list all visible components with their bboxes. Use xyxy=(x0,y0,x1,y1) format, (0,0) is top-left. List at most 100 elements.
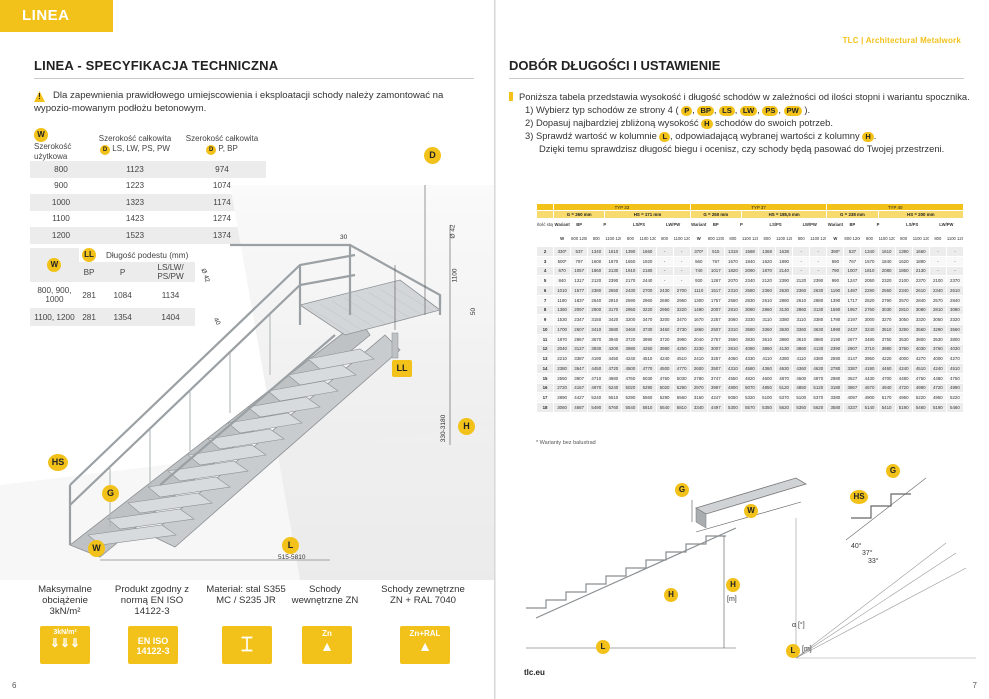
cell: 2630 xyxy=(809,285,828,296)
cell: 2720 xyxy=(553,382,572,394)
width-table-header: WSzerokość użytkowa Szerokość całkowita … xyxy=(30,128,266,161)
cell: 3000 xyxy=(860,314,879,325)
cell: 1223 xyxy=(92,177,178,194)
cell: 3747 xyxy=(706,372,725,384)
cell: 3110 xyxy=(792,314,811,325)
badge-l-diagram: L xyxy=(596,640,610,654)
width-header-cell: WSzerokość użytkowa xyxy=(30,128,92,161)
cell: 14 xyxy=(535,363,555,374)
cell: 5510 xyxy=(604,392,623,403)
cell: 1890 xyxy=(775,255,794,267)
page-gutter xyxy=(494,0,496,699)
cell: 5120 xyxy=(809,382,828,394)
cell: 281 xyxy=(78,308,100,326)
cell: 500* xyxy=(553,255,572,267)
cell: 4750 xyxy=(945,372,965,384)
cell: 5460 xyxy=(945,402,965,413)
cell: 1487 xyxy=(843,285,862,296)
cell: 3507 xyxy=(706,363,725,374)
width-empty xyxy=(535,232,555,247)
header-variant-p: P, BP xyxy=(218,143,238,153)
cell: - xyxy=(655,246,674,257)
cell: 2437 xyxy=(843,324,862,335)
cell: 1360 xyxy=(553,304,572,316)
cell: 4167 xyxy=(570,382,589,394)
cell: 3720 xyxy=(621,333,640,345)
cell: 1057 xyxy=(570,265,589,277)
cell: 16 xyxy=(535,382,555,394)
cell: 4850 xyxy=(792,382,811,394)
cell: 3730 xyxy=(672,324,691,335)
badge-d-2: D xyxy=(206,144,217,155)
badge-g-diagram-2: G xyxy=(886,464,900,478)
cell: 1638 xyxy=(775,246,794,257)
cell: - xyxy=(672,246,691,257)
cell: 2360 xyxy=(758,285,777,296)
cell: 1300 xyxy=(689,294,708,306)
cell: 5020 xyxy=(655,382,674,394)
cell: 2700 xyxy=(672,285,691,296)
cell: - xyxy=(945,265,965,277)
cell: 2070 xyxy=(723,275,742,286)
cell: 3980 xyxy=(877,343,896,355)
cell: 5100 xyxy=(792,392,811,403)
cell: 900 xyxy=(30,177,92,194)
cell: 3270 xyxy=(877,314,896,325)
cell: 3940 xyxy=(604,333,623,345)
cell: 1523 xyxy=(92,227,178,244)
pill-ps: PS xyxy=(762,106,779,116)
cell: 3007 xyxy=(706,343,725,355)
cell: 1820 xyxy=(723,265,742,277)
cell: 2570 xyxy=(894,294,913,306)
cell: 560 xyxy=(689,255,708,267)
cell: 1390 xyxy=(621,246,640,257)
intro-text: Poniższa tabela przedstawia wysokość i d… xyxy=(519,91,970,102)
cell: 1990 xyxy=(826,324,845,335)
dim-42b: Ø 42 xyxy=(449,224,457,239)
cell: 4360 xyxy=(792,363,811,374)
cell: 2410 xyxy=(689,353,708,364)
badge-ll: LL xyxy=(82,248,97,262)
cell: 4980 xyxy=(604,372,623,384)
cell: 2610 xyxy=(945,285,965,296)
cell: 4190 xyxy=(587,353,606,364)
cell: 1570 xyxy=(860,255,879,267)
cell: 4130 xyxy=(809,343,828,355)
note-text: Dla zapewnienia prawidłowego umiejscowie… xyxy=(34,90,444,114)
cell: 3630 xyxy=(809,324,828,335)
cell: 2840 xyxy=(911,294,930,306)
cell: 9 xyxy=(535,314,555,325)
feature-load-label: Maksymalne obciążenie 3kN/m² xyxy=(38,584,92,617)
cell: 13 xyxy=(535,353,555,364)
cell: 4710 xyxy=(587,372,606,384)
step-1: 1) Wybierz typ schodów ze strony 4 ( P, … xyxy=(525,104,811,116)
cell: 2170 xyxy=(621,275,640,286)
cell: 5290 xyxy=(655,392,674,403)
cell: 4770 xyxy=(672,363,691,374)
cell: 3200 xyxy=(655,314,674,325)
page-number-left: 6 xyxy=(12,681,17,690)
step1-text: 1) Wybierz typ schodów ze strony 4 ( xyxy=(525,104,679,115)
handrail-front xyxy=(68,253,356,545)
cell: 5190 xyxy=(928,402,947,413)
width-val: 800 1200 xyxy=(843,232,862,247)
cell: 5460 xyxy=(911,402,930,413)
cell: 4427 xyxy=(570,392,589,403)
cell: 1700 xyxy=(553,324,572,335)
cell: 2760 xyxy=(860,304,879,316)
step-height: HS = 171 mm xyxy=(604,210,691,219)
cell: 3170 xyxy=(604,304,623,316)
cell: 3760 xyxy=(894,343,913,355)
cell: - xyxy=(655,255,674,267)
cell: 4720 xyxy=(894,382,913,394)
cell: 2120 xyxy=(758,275,777,286)
variant-label: Wariant xyxy=(689,218,708,233)
cell: 3420 xyxy=(604,314,623,325)
landing-table-title-row: W LL Długość podestu (mm) xyxy=(30,248,195,282)
cell: 5370 xyxy=(775,392,794,403)
